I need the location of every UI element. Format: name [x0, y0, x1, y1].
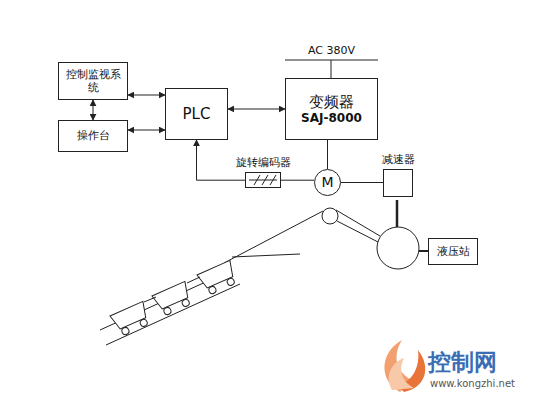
- reducer-box: [383, 169, 413, 197]
- motor-circle: M: [314, 169, 341, 196]
- connector: [228, 109, 285, 110]
- process-box: 变频器SAJ-8000: [285, 78, 378, 140]
- node-text: 减速器: [382, 153, 415, 166]
- connector: [281, 180, 314, 181]
- device-symbol: 旋转编码器: [234, 156, 292, 188]
- process-box: 控制监视系统: [58, 62, 128, 100]
- encoder-slashes: [246, 173, 280, 187]
- node-text: 变频器: [309, 93, 354, 111]
- node-text: 控制监视系统: [65, 68, 121, 94]
- watermark-url: www.kongzhi.net: [430, 378, 515, 389]
- node-text: SAJ-8000: [301, 111, 362, 125]
- connector: [128, 130, 165, 131]
- process-box: 液压站: [428, 238, 478, 265]
- supply-label: AC 380V: [308, 44, 355, 57]
- encoder-symbol: [245, 172, 281, 188]
- connector: [341, 182, 383, 183]
- node-text: 液压站: [437, 245, 470, 258]
- device-symbol: 减速器: [376, 153, 420, 197]
- process-box: 操作台: [58, 120, 128, 152]
- node-text: 操作台: [77, 129, 110, 142]
- watermark-text: 控制网: [428, 347, 497, 378]
- node-text: PLC: [183, 105, 211, 123]
- connector: [327, 140, 328, 169]
- process-box: PLC: [165, 88, 228, 140]
- connector: [128, 95, 165, 96]
- connector: [93, 100, 94, 120]
- node-text: M: [321, 174, 333, 191]
- watermark-logo: [384, 340, 425, 392]
- node-text: 旋转编码器: [236, 156, 291, 169]
